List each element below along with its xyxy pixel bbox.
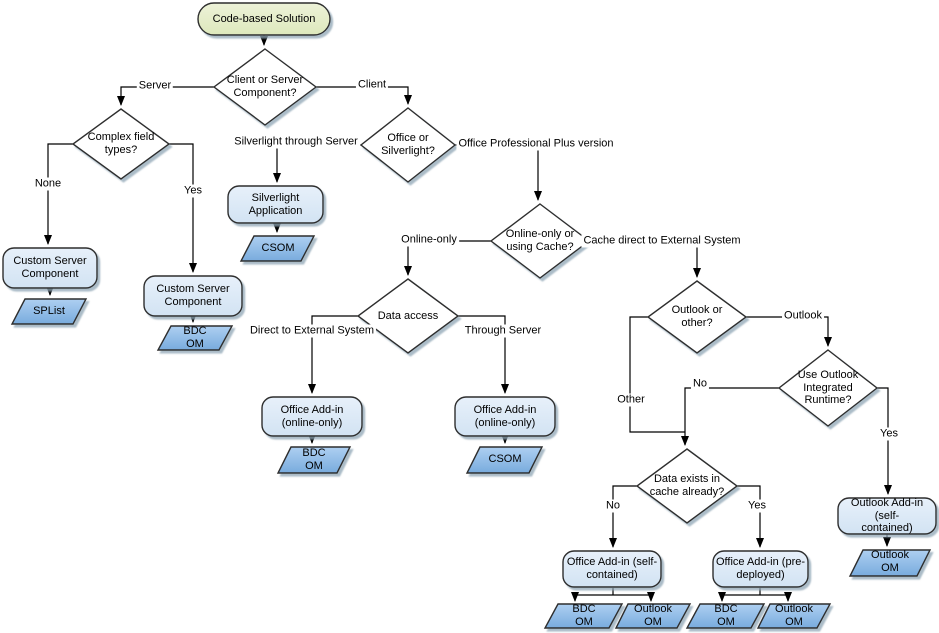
process-custom-server-yes-label: Custom Server Component: [156, 283, 230, 308]
decision-office-or-silverlight-shape: [359, 107, 457, 183]
process-office-addin-online-left-label: Office Add-in (online-only): [280, 403, 344, 429]
data-csom-online-shape: [465, 446, 544, 474]
decision-client-or-server-label: Client or Server Component?: [226, 74, 304, 99]
data-outlook-om-pre-label: Outlook OM: [775, 602, 813, 628]
connector-no-runtime: [681, 387, 779, 446]
connector-client: [316, 86, 412, 105]
edge-label-server: Server: [136, 79, 174, 93]
data-outlook-om-right-shape: [848, 549, 932, 577]
data-bdc-om-online-shape: [276, 446, 352, 474]
process-office-addin-pre-shape: [712, 550, 809, 588]
process-office-addin-pre-label: Office Add-in (pre- deployed): [715, 556, 806, 581]
connector-pre-deployed-split: [722, 588, 788, 596]
connector-other: [629, 316, 685, 433]
process-office-addin-self-shape: [562, 550, 662, 588]
edge-label-no-cache: No: [603, 499, 623, 513]
connector-yes-cache: [737, 485, 764, 548]
decision-data-access-label: Data access: [377, 309, 439, 322]
process-office-addin-online-left-shape: [261, 396, 363, 437]
edge-label-silverlight-through-server: Silverlight through Server: [232, 135, 360, 149]
data-bdc-om-self-shape: [543, 603, 624, 629]
process-office-addin-online-right-shape: [454, 396, 556, 437]
connector-self-contained-split: [575, 588, 651, 596]
decision-complex-field-types-shape: [71, 108, 171, 180]
decision-client-or-server-shape: [212, 48, 318, 126]
edge-label-other: Other: [615, 393, 647, 407]
data-outlook-om-pre-shape: [756, 603, 832, 629]
start-terminator-shape: [197, 2, 331, 36]
edge-label-yes-cache: Yes: [746, 499, 768, 513]
data-bdc-om-self-label: BDC OM: [572, 602, 596, 628]
edge-label-outlook: Outlook: [782, 309, 824, 323]
connector-through-server: [458, 315, 509, 394]
process-office-addin-self-label: Office Add-in (self- contained): [566, 556, 658, 581]
edge-label-yes-runtime: Yes: [878, 427, 900, 441]
process-silverlight-application-label: Silverlight Application: [248, 191, 303, 217]
connector-direct-to-external: [308, 315, 358, 394]
decision-data-exists-cache-shape: [635, 448, 739, 524]
data-csom-silverlight-shape: [239, 235, 316, 262]
process-custom-server-none-label: Custom Server Component: [13, 255, 87, 280]
data-bdc-om-pre-label: BDC OM: [714, 602, 738, 628]
data-bdc-om-custom-shape: [156, 325, 234, 351]
edge-label-none: None: [32, 177, 64, 191]
process-custom-server-yes-shape: [143, 275, 243, 317]
decision-outlook-or-other-shape: [646, 280, 748, 354]
data-bdc-om-custom-label: BDC OM: [183, 324, 207, 350]
edge-label-direct-to-external: Direct to External System: [247, 324, 377, 338]
decision-complex-field-types-label: Complex field types?: [87, 131, 155, 156]
data-outlook-om-right-label: Outlook OM: [871, 549, 909, 574]
connector-yes-runtime: [877, 387, 892, 495]
process-silverlight-application-shape: [227, 185, 324, 224]
connector-outlook: [746, 316, 832, 347]
process-outlook-addin-self-label: Outlook Add-in (self- contained): [850, 496, 924, 535]
connector-silverlight-through-server: [273, 144, 361, 183]
process-custom-server-none-shape: [2, 247, 98, 289]
data-splist-shape: [10, 298, 88, 325]
edge-label-cache-direct: Cache direct to External System: [581, 234, 743, 248]
decision-online-or-cache-label: Online-only or using Cache?: [505, 228, 575, 253]
decision-use-outlook-runtime-label: Use Outlook Integrated Runtime?: [797, 368, 859, 407]
data-splist-label: SPList: [33, 304, 65, 317]
edge-label-client: Client: [355, 78, 389, 92]
process-office-addin-online-right-label: Office Add-in (online-only): [473, 403, 537, 429]
edge-label-no-runtime: No: [690, 377, 710, 391]
edge-label-through-server: Through Server: [462, 324, 544, 338]
edge-label-office-professional: Office Professional Plus version: [456, 137, 616, 151]
connector-no-cache: [609, 485, 637, 548]
decision-outlook-or-other-label: Outlook or other?: [671, 304, 723, 329]
process-outlook-addin-self-shape: [837, 497, 937, 535]
decision-data-access-shape: [356, 278, 460, 354]
edge-label-yes-complex: Yes: [182, 184, 204, 198]
data-bdc-om-online-label: BDC OM: [302, 446, 326, 472]
data-csom-online-label: CSOM: [488, 453, 522, 466]
data-csom-silverlight-label: CSOM: [261, 241, 295, 254]
decision-office-or-silverlight-label: Office or Silverlight?: [381, 132, 435, 157]
decision-online-or-cache-shape: [489, 203, 591, 279]
edge-label-online-only: Online-only: [399, 233, 459, 247]
decision-data-exists-cache-label: Data exists in cache already?: [649, 473, 725, 498]
connector-server: [117, 86, 214, 106]
start-terminator-label: Code-based Solution: [212, 12, 316, 25]
data-bdc-om-pre-shape: [685, 603, 766, 629]
connector-none: [44, 143, 73, 245]
connector-office-professional: [455, 144, 542, 201]
connector-yes-complex: [169, 143, 197, 273]
decision-use-outlook-runtime-shape: [777, 349, 879, 427]
data-outlook-om-self-shape: [614, 603, 692, 629]
data-outlook-om-self-label: Outlook OM: [634, 602, 672, 628]
